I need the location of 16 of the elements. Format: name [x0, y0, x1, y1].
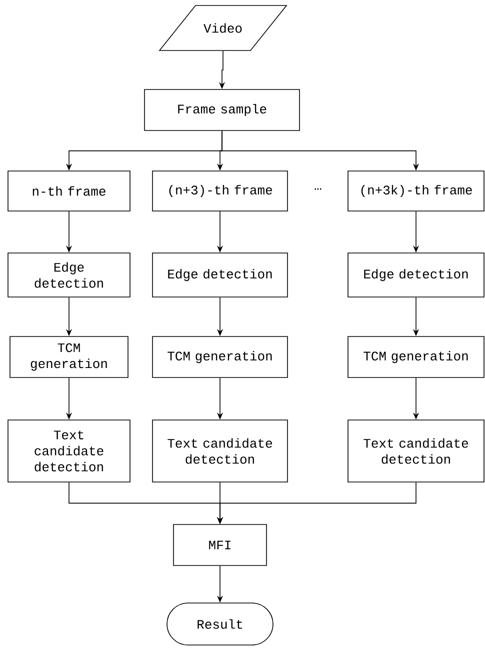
process-box: Text candidate detection [8, 420, 130, 482]
process-box: MFI [173, 524, 267, 566]
process-box: n-th frame [8, 170, 130, 212]
ellipsis: … [314, 188, 322, 190]
process-box: Text candidate detection [348, 420, 484, 482]
process-box: (n+3k)-th frame [348, 170, 484, 212]
process-box: (n+3)-th frame [152, 170, 288, 212]
terminal-box: Result [166, 602, 274, 646]
process-box: Frame sample [144, 89, 300, 131]
process-box: Edge detection [8, 252, 130, 298]
process-box: Text candidate detection [152, 420, 288, 482]
process-box: TCM generation [152, 336, 288, 378]
process-box: Edge detection [152, 252, 288, 298]
process-box: Edge detection [348, 252, 484, 298]
process-box: TCM generation [348, 336, 484, 378]
process-box: TCM generation [10, 336, 128, 378]
